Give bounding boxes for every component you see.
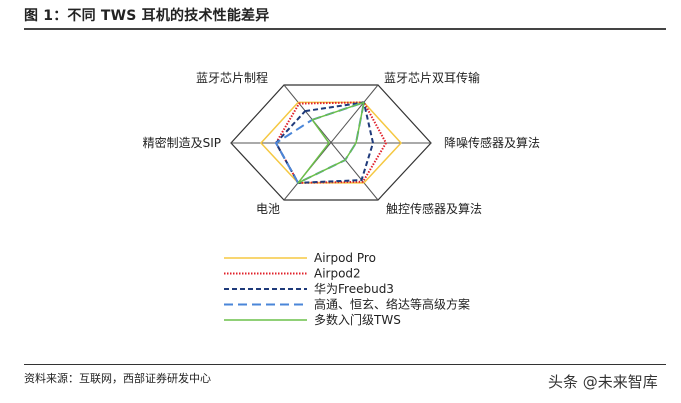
radar-series (260, 101, 402, 184)
title-divider (24, 28, 666, 30)
chart-legend: Airpod ProAirpod2华为Freebud3高通、恒玄、络达等高级方案… (224, 251, 470, 327)
legend-label: 高通、恒玄、络达等高级方案 (314, 297, 470, 312)
footer-divider (24, 364, 666, 365)
series-4 (297, 101, 365, 184)
figure-title: 图 1：不同 TWS 耳机的技术性能差异 (24, 8, 270, 24)
legend-label: 多数入门级TWS (314, 312, 401, 327)
axis-label: 降噪传感器及算法 (444, 135, 540, 150)
legend-label: Airpod2 (314, 267, 361, 281)
series-1 (275, 101, 387, 184)
watermark: 头条 @未来智库 (548, 373, 658, 391)
axis-label: 蓝牙芯片制程 (196, 70, 268, 85)
source-note: 资料来源：互联网，西部证券研发中心 (24, 372, 211, 385)
axis-label: 蓝牙芯片双耳传输 (384, 70, 480, 85)
axis-label: 精密制造及SIP (143, 135, 221, 150)
axis-label: 电池 (256, 202, 280, 216)
legend-label: Airpod Pro (314, 251, 376, 265)
legend-label: 华为Freebud3 (314, 282, 394, 296)
axis-label: 触控传感器及算法 (386, 201, 482, 216)
